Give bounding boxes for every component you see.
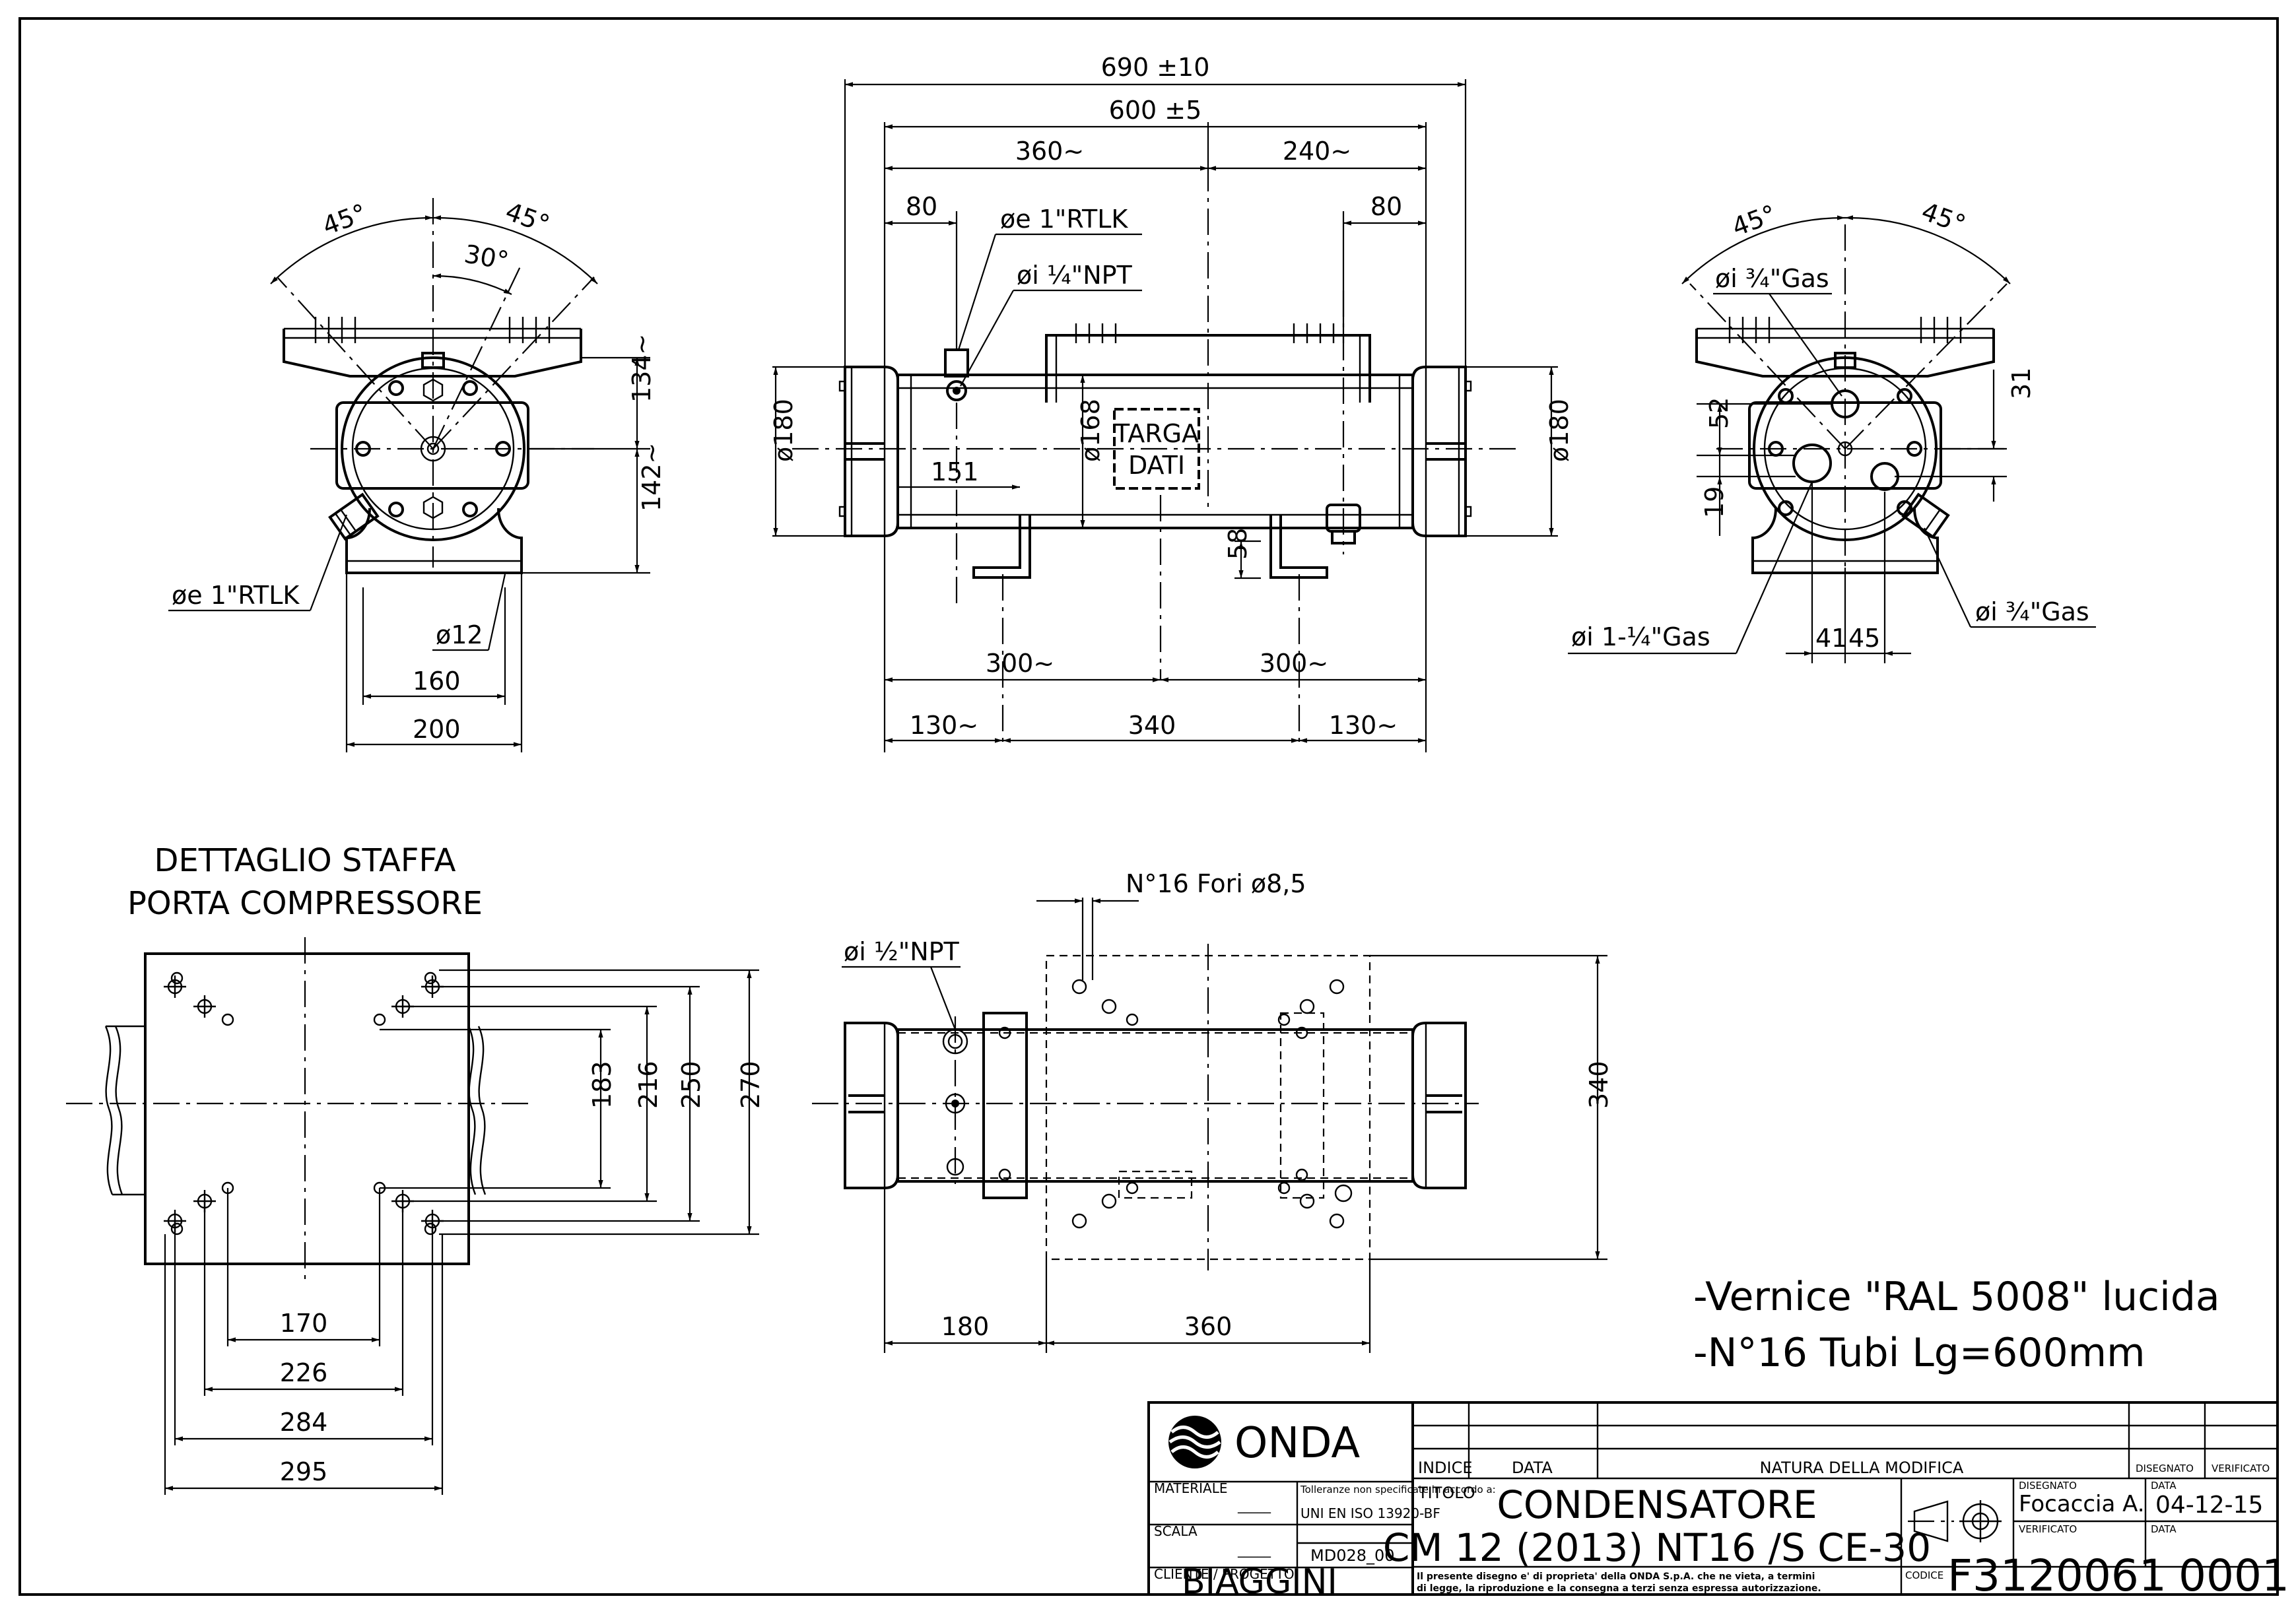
right-end-view: 45° 45° øi ¾"Gas 52 19 31 øi 1-¼"Gas øi …: [1568, 197, 2096, 663]
front-dim-240: 240~: [1283, 137, 1351, 166]
front-dim-58: 58: [1223, 528, 1252, 560]
materiale-value: _____: [1237, 1498, 1271, 1513]
front-dim-690: 690 ±10: [1101, 53, 1210, 82]
modulo: MD028_00: [1310, 1546, 1395, 1565]
bracket-dim-250: 250: [677, 1061, 706, 1109]
bracket-detail-view: DETTAGLIO STAFFA PORTA COMPRESSORE: [66, 842, 765, 1495]
drawing-title-line1: CONDENSATORE: [1497, 1482, 1817, 1527]
top-dim-360: 360: [1184, 1312, 1232, 1341]
verificato-col-label: VERIFICATO: [2212, 1463, 2270, 1474]
left-dim-hole: ø12: [436, 620, 483, 649]
front-dim-340: 340: [1128, 711, 1176, 740]
top-holes-label: N°16 Fori ø8,5: [1126, 869, 1306, 898]
front-dim-80-right: 80: [1370, 192, 1402, 221]
bracket-dim-216: 216: [634, 1061, 663, 1109]
verificato-label: VERIFICATO: [2019, 1523, 2077, 1535]
drawing-title-line2: CM 12 (2013) NT16 /S CE-30: [1383, 1525, 1931, 1570]
indice-label: INDICE: [1418, 1459, 1473, 1477]
right-dim-19: 19: [1700, 486, 1729, 518]
cliente-value: BIAGGINI: [1182, 1562, 1337, 1602]
notes: -Vernice "RAL 5008" lucida -N°16 Tubi Lg…: [1693, 1274, 2220, 1376]
left-dim-134: 134~: [627, 334, 656, 403]
scala-label: SCALA: [1154, 1523, 1198, 1539]
date-label: DATA: [2151, 1480, 2177, 1492]
front-dim-151: 151: [931, 457, 979, 486]
bracket-dim-183: 183: [588, 1061, 617, 1109]
disclaimer-line2: di legge, la riproduzione e la consegna …: [1417, 1583, 1821, 1594]
left-angle-right: 45°: [502, 197, 553, 239]
bracket-dim-170: 170: [280, 1309, 328, 1338]
front-dim-300-right: 300~: [1260, 649, 1328, 678]
onda-logo-text: ONDA: [1234, 1419, 1360, 1468]
left-angle-center: 30°: [462, 239, 511, 275]
verif-date-label: DATA: [2151, 1523, 2177, 1535]
front-view: TARGA DATI 690 ±10 600 ±5 360~ 240~ 80 8…: [769, 53, 1574, 752]
right-dim-45: 45: [1848, 624, 1880, 653]
right-conn-bottom-right: øi ¾"Gas: [1975, 597, 2089, 626]
designer-label: DISEGNATO: [2019, 1480, 2077, 1492]
front-dia-180-right: ø180: [1545, 399, 1574, 462]
drawing-code: F3120061: [1947, 1550, 2167, 1601]
projection-symbol: [1908, 1500, 2002, 1542]
onda-logo: ONDA: [1168, 1416, 1360, 1468]
right-conn-top: øi ¾"Gas: [1715, 264, 1829, 293]
cliente-label: CLIENTE / PROGETTO: [1154, 1566, 1295, 1582]
drawing-revision: 0001: [2178, 1550, 2289, 1601]
designer: Focaccia A.: [2019, 1491, 2145, 1517]
front-dim-80-left: 80: [906, 192, 937, 221]
note-paint: -Vernice "RAL 5008" lucida: [1693, 1274, 2220, 1320]
left-dim-142: 142~: [637, 443, 666, 511]
front-dim-130-right: 130~: [1329, 711, 1398, 740]
top-dim-340: 340: [1584, 1061, 1613, 1109]
front-dim-130-left: 130~: [910, 711, 978, 740]
front-dia-180-left: ø180: [769, 399, 798, 462]
left-end-view: 45° 45° 30° 134~ 142~ øe 1"RTLK ø12 160 …: [168, 197, 666, 752]
front-dim-300-left: 300~: [986, 649, 1054, 678]
disegnato-col-label: DISEGNATO: [2136, 1463, 2194, 1474]
left-angle-left: 45°: [319, 198, 370, 240]
left-conn-label: øe 1"RTLK: [172, 581, 300, 610]
title-block: ONDA MATERIALE _____ Tolleranze non spec…: [1147, 1401, 2289, 1602]
disclaimer-line1: Il presente disegno e' di proprieta' del…: [1417, 1571, 1815, 1582]
data-plate-line1: TARGA: [1114, 419, 1199, 448]
date: 04-12-15: [2155, 1492, 2263, 1519]
left-dim-160: 160: [413, 667, 461, 696]
note-tubes: -N°16 Tubi Lg=600mm: [1693, 1330, 2145, 1376]
data-plate-line2: DATI: [1128, 451, 1185, 480]
right-dim-41: 41: [1815, 624, 1847, 653]
titolo-label: TITOLO: [1417, 1484, 1475, 1502]
right-dim-31: 31: [2007, 368, 2036, 399]
bracket-title-line1: DETTAGLIO STAFFA: [154, 842, 456, 879]
codice-label: CODICE: [1905, 1569, 1943, 1581]
bracket-title-line2: PORTA COMPRESSORE: [127, 885, 483, 922]
norma: UNI EN ISO 13920-BF: [1300, 1505, 1440, 1521]
top-dim-180: 180: [941, 1312, 990, 1341]
materiale-label: MATERIALE: [1154, 1480, 1228, 1496]
left-dim-200: 200: [413, 715, 461, 744]
top-conn-label: øi ½"NPT: [844, 937, 960, 966]
front-dia-168: ø168: [1076, 399, 1105, 462]
bracket-dim-295: 295: [280, 1457, 328, 1486]
front-conn-rtlk: øe 1"RTLK: [1000, 205, 1128, 234]
right-conn-bottom-left: øi 1-¼"Gas: [1571, 622, 1710, 651]
right-angle-left: 45°: [1728, 199, 1780, 242]
bracket-dim-284: 284: [280, 1408, 328, 1437]
natura-label: NATURA DELLA MODIFICA: [1760, 1459, 1964, 1477]
front-dim-360: 360~: [1015, 137, 1084, 166]
data-label: DATA: [1512, 1459, 1553, 1477]
right-dim-52: 52: [1705, 397, 1734, 429]
top-view: N°16 Fori ø8,5 øi ½"NPT 340 180 360: [812, 869, 1613, 1353]
bracket-dim-226: 226: [280, 1358, 328, 1387]
right-angle-right: 45°: [1918, 197, 1969, 239]
front-conn-npt: øi ¼"NPT: [1017, 261, 1133, 290]
front-dim-600: 600 ±5: [1109, 96, 1202, 125]
scala-value: _____: [1237, 1542, 1271, 1558]
bracket-dim-270: 270: [736, 1061, 765, 1109]
tolleranze-label: Tolleranze non specificate in accordo a:: [1300, 1484, 1496, 1496]
